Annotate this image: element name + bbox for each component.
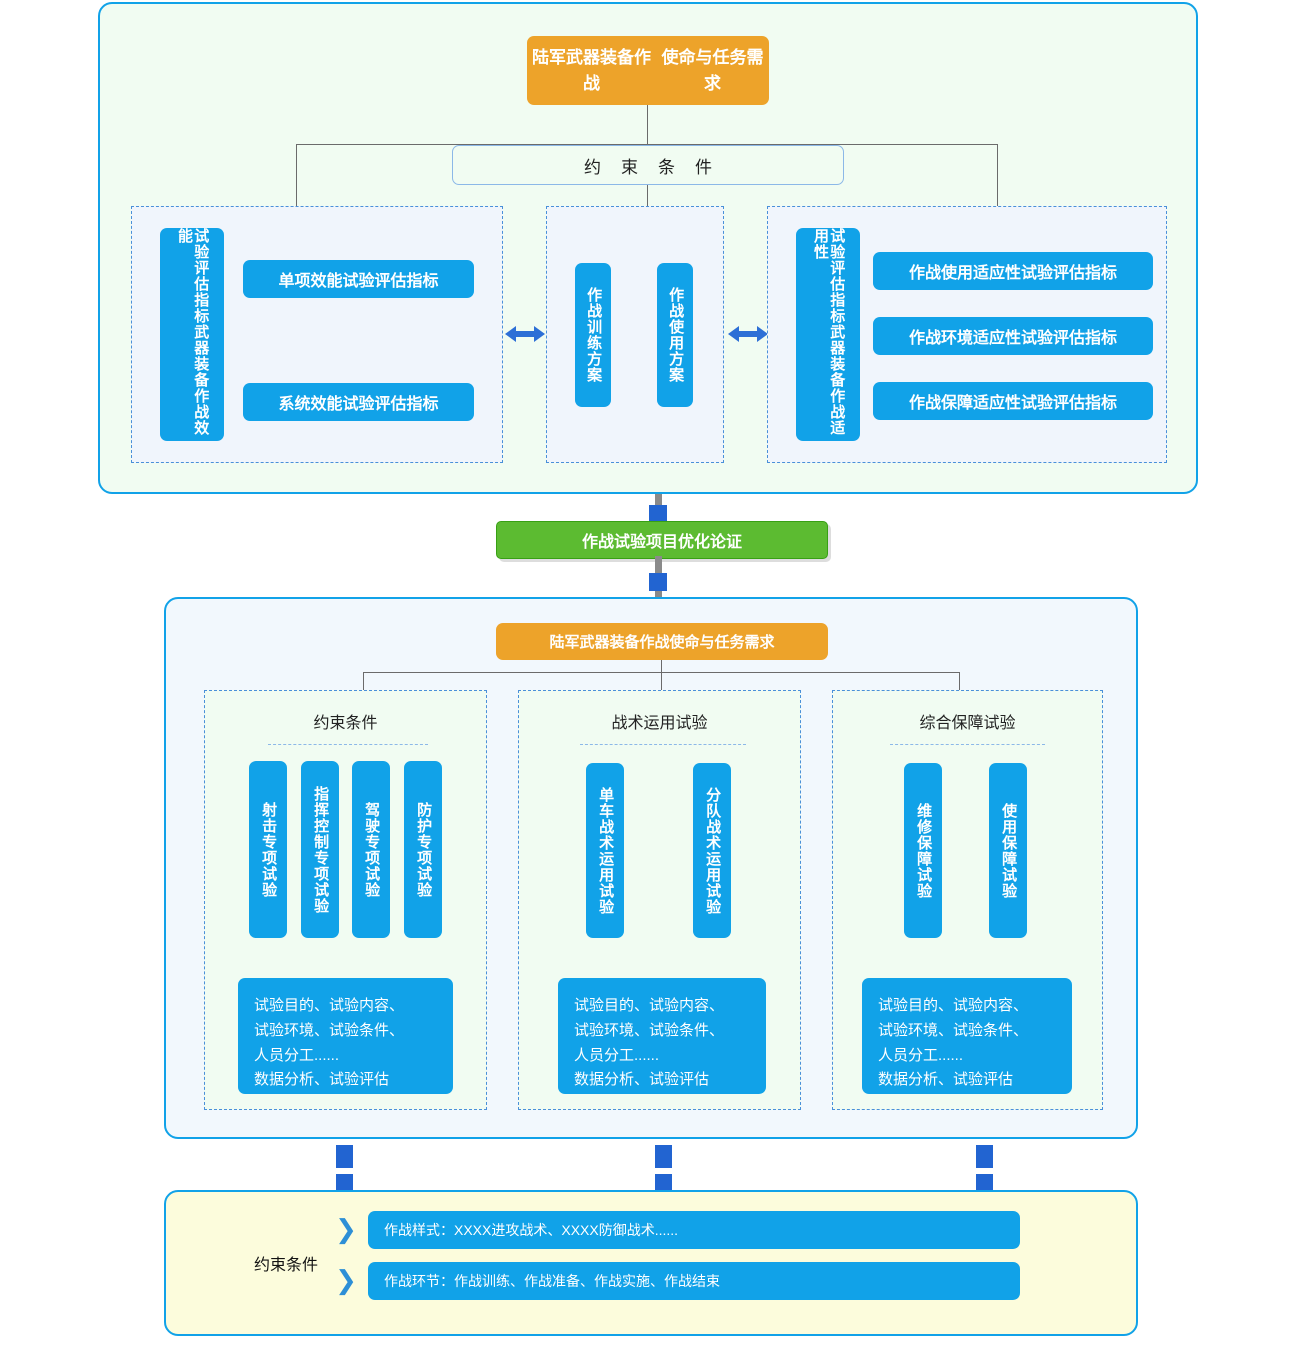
test-usage-support: 使用保障试验 (989, 763, 1027, 938)
plan-combat-training: 作战训练方案 (575, 263, 611, 407)
constraint-row-operation-phase: 作战环节：作战训练、作战准备、作战实施、作战结束 (368, 1262, 1020, 1300)
index-use-adaptability: 作战使用适应性试验评估指标 (873, 252, 1153, 290)
connector-line-left-drop-2 (363, 672, 364, 690)
node-test-project-optimization: 作战试验项目优化论证 (496, 521, 828, 559)
index-support-adaptability: 作战保障适应性试验评估指标 (873, 382, 1153, 420)
note-box-integrated-support-test: 试验目的、试验内容、试验环境、试验条件、人员分工......数据分析、试验评估 (862, 978, 1072, 1094)
drop-connector-left-top (336, 1145, 353, 1168)
column-title-constraint-conditions: 约束条件 (313, 715, 378, 732)
drop-connector-right-top (976, 1145, 993, 1168)
note-box-constraint-conditions: 试验目的、试验内容、试验环境、试验条件、人员分工......数据分析、试验评估 (238, 978, 453, 1094)
note-box-tactical-application-test: 试验目的、试验内容、试验环境、试验条件、人员分工......数据分析、试验评估 (558, 978, 766, 1094)
connector-nub-upper (649, 505, 667, 523)
index-system-effectiveness: 系统效能试验评估指标 (243, 383, 474, 421)
connector-line-vertical-stem (647, 105, 648, 145)
connector-line-horizontal-bus-2 (363, 672, 960, 673)
test-protection-special: 防护专项试验 (404, 761, 442, 938)
column-title-integrated-support-test: 综合保障试验 (919, 715, 1016, 732)
column-title-tactical-application-test: 战术运用试验 (611, 715, 708, 732)
column-divider-1 (268, 744, 428, 745)
connector-line-center-drop (647, 185, 648, 206)
root-node-line-1: 陆军武器装备作战 (532, 48, 652, 93)
test-single-vehicle-tactics: 单车战术运用试验 (586, 763, 624, 938)
chevron-right-icon-2: ❯ (335, 1265, 357, 1295)
test-shooting-special: 射击专项试验 (249, 761, 287, 938)
test-unit-tactics: 分队战术运用试验 (693, 763, 731, 938)
column-divider-3 (890, 744, 1045, 745)
connector-line-horizontal-bus (296, 144, 998, 145)
test-driving-special: 驾驶专项试验 (352, 761, 390, 938)
root-node-line-2: 使命与任务需求 (661, 48, 764, 93)
constraint-conditions-label: 约束条件 (253, 1257, 318, 1274)
connector-line-right-drop-2 (959, 672, 960, 690)
column-divider-2 (580, 744, 746, 745)
constraint-conditions-bar: 约束条件 (452, 145, 844, 185)
side-tag-operational-suitability: 试验评估指标武器装备作战适用性 (796, 228, 860, 441)
test-maintenance-support: 维修保障试验 (904, 763, 942, 938)
connector-nub-lower (649, 573, 667, 591)
index-environment-adaptability: 作战环境适应性试验评估指标 (873, 317, 1153, 355)
double-arrow-icon-right (728, 323, 768, 345)
root-node-army-weapon-mission-requirement: 陆军武器装备作战 使命与任务需求 (527, 36, 769, 105)
index-single-effectiveness: 单项效能试验评估指标 (243, 260, 474, 298)
root-node-army-weapon-mission-requirement-2: 陆军武器装备作战使命与任务需求 (496, 623, 828, 660)
connector-line-vertical-stem-2 (661, 660, 662, 690)
side-tag-operational-effectiveness: 试验评估指标武器装备作战效能 (160, 228, 224, 441)
test-command-control-special: 指挥控制专项试验 (301, 761, 339, 938)
plan-combat-use: 作战使用方案 (657, 263, 693, 407)
chevron-right-icon-1: ❯ (335, 1214, 357, 1244)
panel-operation-plans (546, 206, 724, 463)
connector-line-right-drop (997, 144, 998, 206)
drop-connector-center-top (655, 1145, 672, 1168)
constraint-row-operation-style: 作战样式：XXXX进攻战术、XXXX防御战术...... (368, 1211, 1020, 1249)
connector-line-left-drop (296, 144, 297, 206)
double-arrow-icon-left (505, 323, 545, 345)
